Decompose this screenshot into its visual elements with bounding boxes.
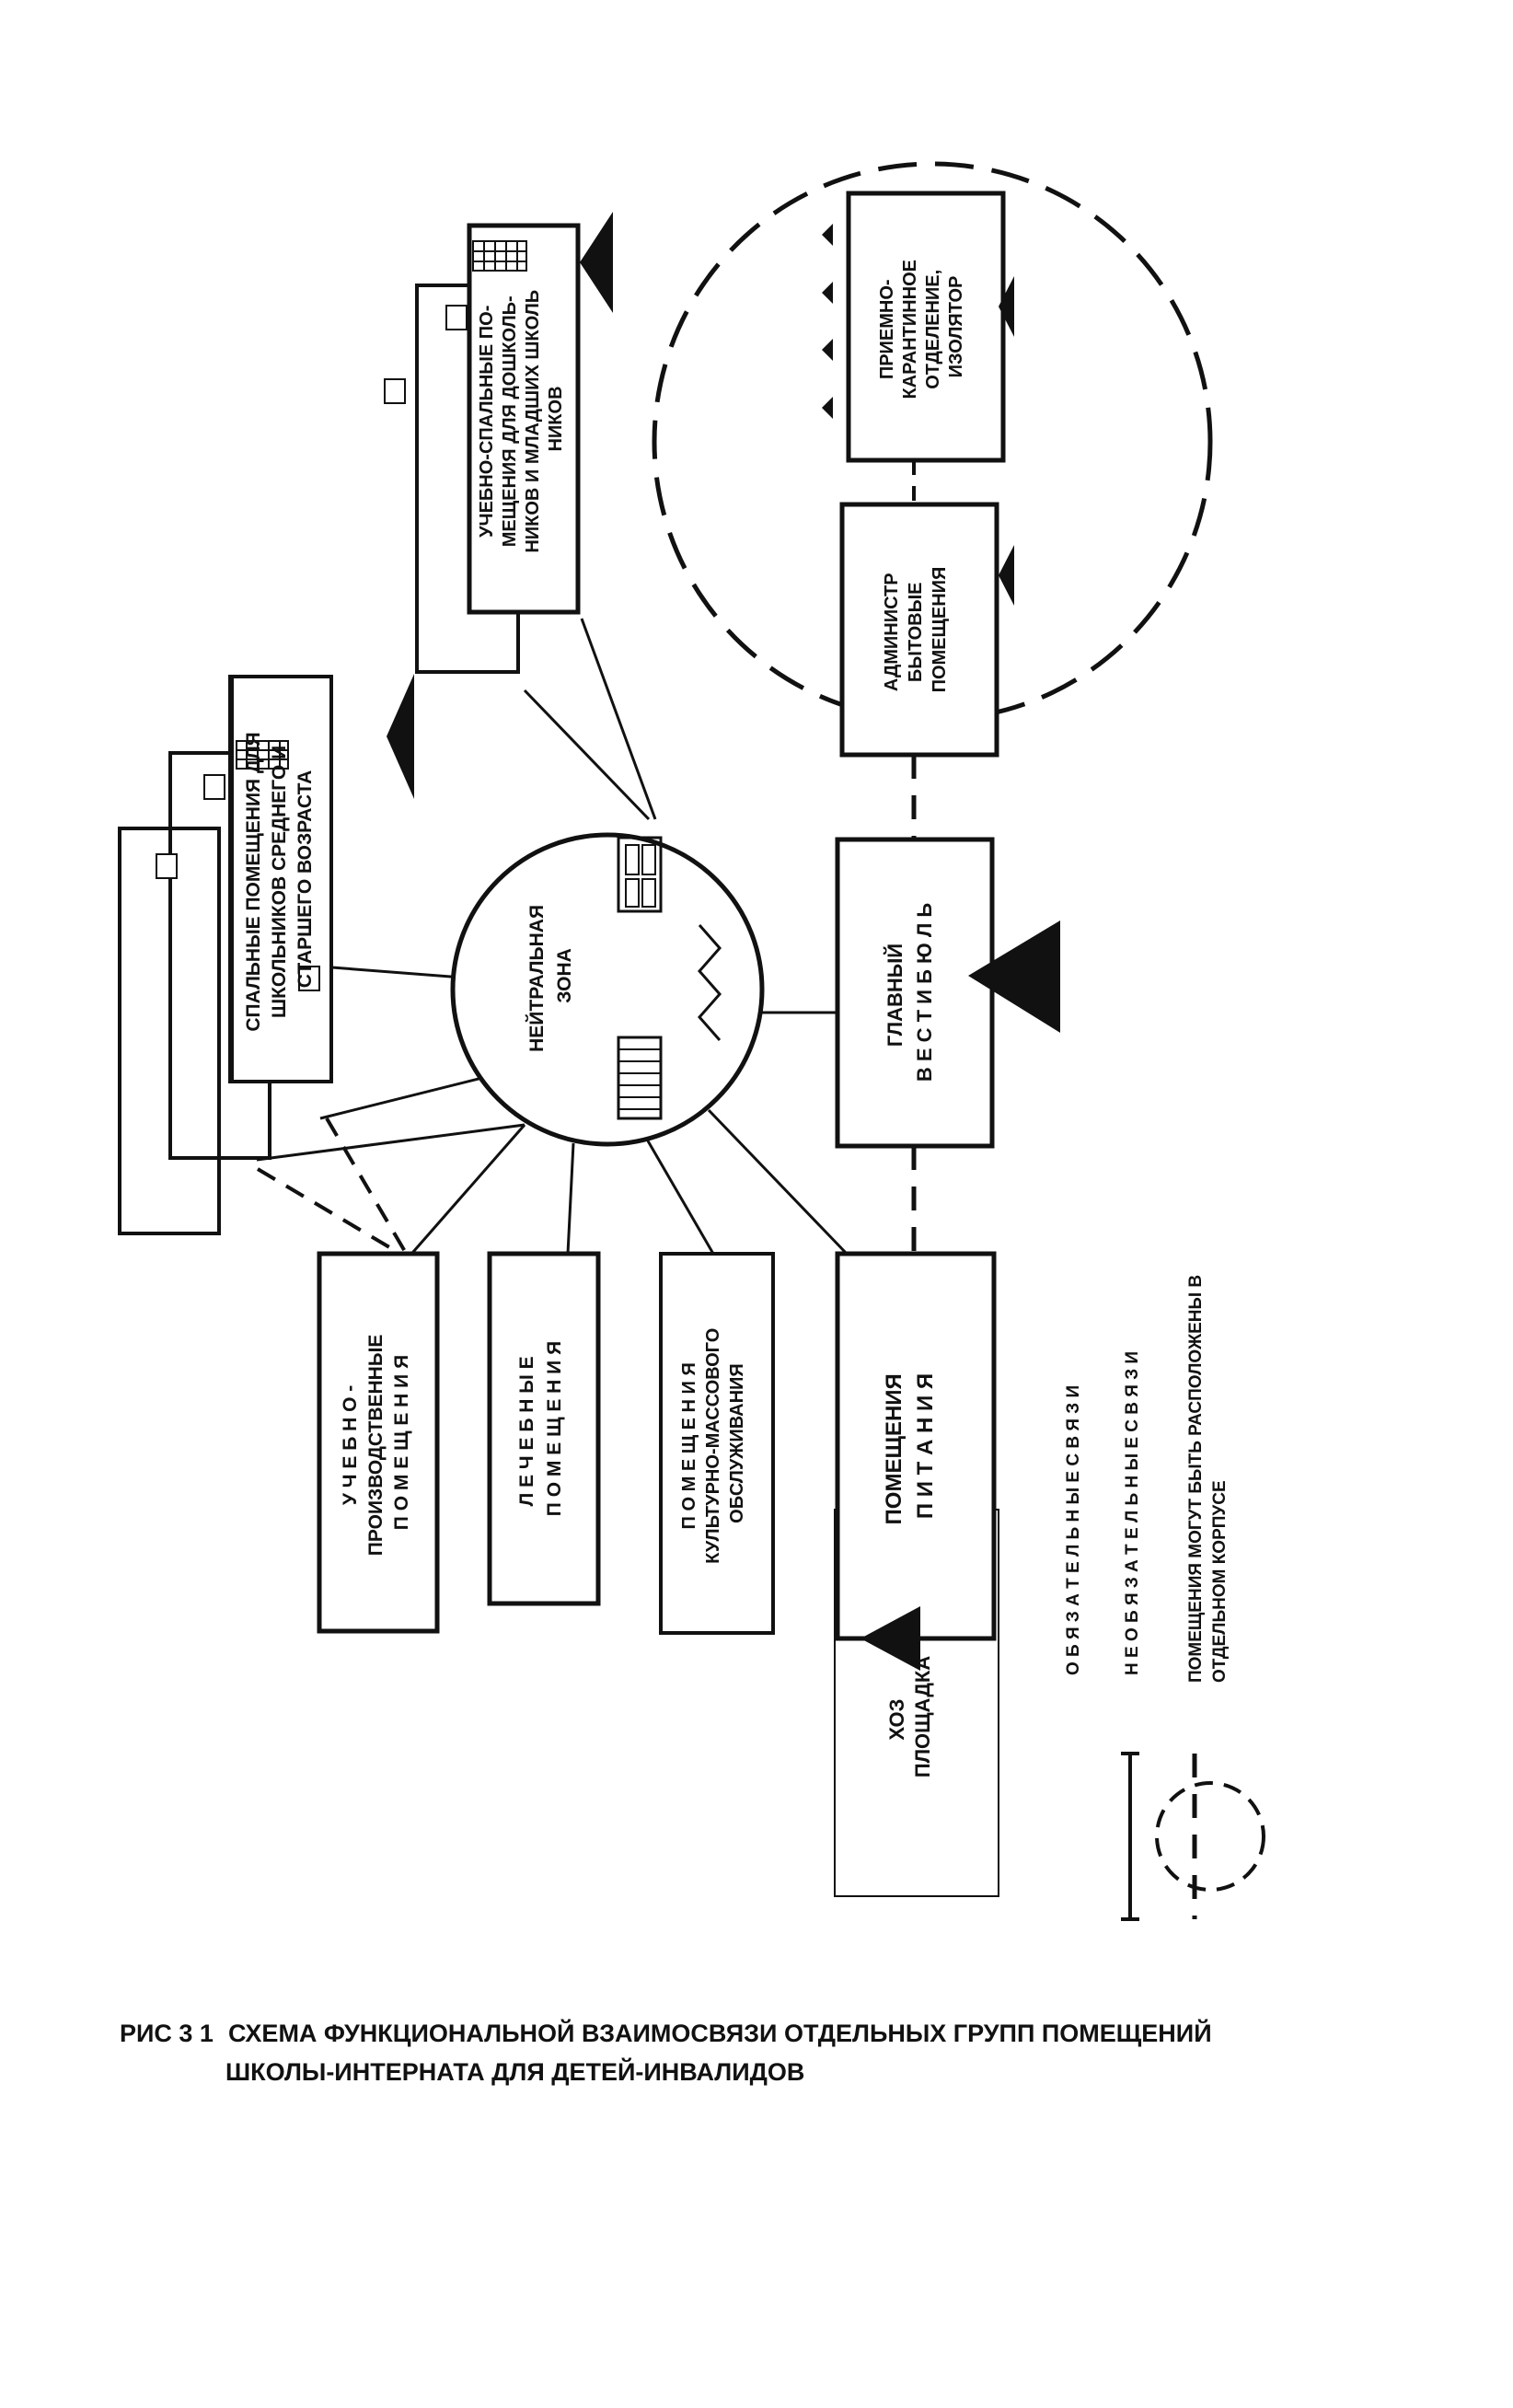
label-administr: АДМИНИСТР БЫТОВЫЕ ПОМЕЩЕНИЯ [882,567,950,693]
label-spalnye-starshie: СПАЛЬНЫЕ ПОМЕЩЕНИЯ ДЛЯ ШКОЛЬНИКОВ СРЕДНЕ… [243,726,316,1031]
label-neutral-zone: НЕЙТРАЛЬНАЯ ЗОНА [526,899,575,1052]
figure-caption: РИС 3 1 СХЕМА ФУНКЦИОНАЛЬНОЙ ВЗАИМОСВЯЗИ … [120,2014,1454,2091]
caption-title-1: СХЕМА ФУНКЦИОНАЛЬНОЙ ВЗАИМОСВЯЗИ ОТДЕЛЬН… [227,2020,1212,2047]
label-kulturno-massovoe: П О М Е Щ Е Н И Я КУЛЬТУРНО-МАССОВОГО ОБ… [679,1323,747,1564]
label-uchebno-proizvodstvennye: У Ч Е Б Н О - ПРОИЗВОДСТВЕННЫЕ П О М Е Щ… [340,1329,412,1556]
label-vestibul: ГЛАВНЫЙ В Е С Т И Б Ю Л Ь [884,903,936,1082]
figure-number: РИС 3 1 [120,2020,214,2047]
legend-mandatory: О Б Я З А Т Е Л Ь Н Ы Е С В Я З И [1064,1385,1083,1675]
legend-separate: ПОМЕЩЕНИЯ МОГУТ БЫТЬ РАСПОЛОЖЕНЫ В ОТДЕЛ… [1186,1270,1230,1683]
label-uchebno-spalnye: УЧЕБНО-СПАЛЬНЫЕ ПО- МЕЩЕНИЯ ДЛЯ ДОШКОЛЬ-… [477,284,566,552]
label-hoz-ploshchadka: ХОЗ ПЛОЩАДКА [885,1656,934,1778]
caption-line-2: ШКОЛЫ-ИНТЕРНАТА ДЛЯ ДЕТЕЙ-ИНВАЛИДОВ [225,2058,805,2086]
label-lechebnye: Л Е Ч Е Б Н Ы Е П О М Е Щ Е Н И Я [516,1341,565,1516]
label-pitaniya: ПОМЕЩЕНИЯ П И Т А Н И Я [882,1368,938,1525]
legend-optional: Н Е О Б Я З А Т Е Л Ь Н Ы Е С В Я З И [1123,1351,1142,1675]
diagram-graphics [118,161,1265,1921]
label-priemno: ПРИЕМНО- КАРАНТИННОЕ ОТДЕЛЕНИЕ, ИЗОЛЯТОР [877,254,966,399]
caption-line-1: РИС 3 1 СХЕМА ФУНКЦИОНАЛЬНОЙ ВЗАИМОСВЯЗИ … [120,2014,1454,2053]
